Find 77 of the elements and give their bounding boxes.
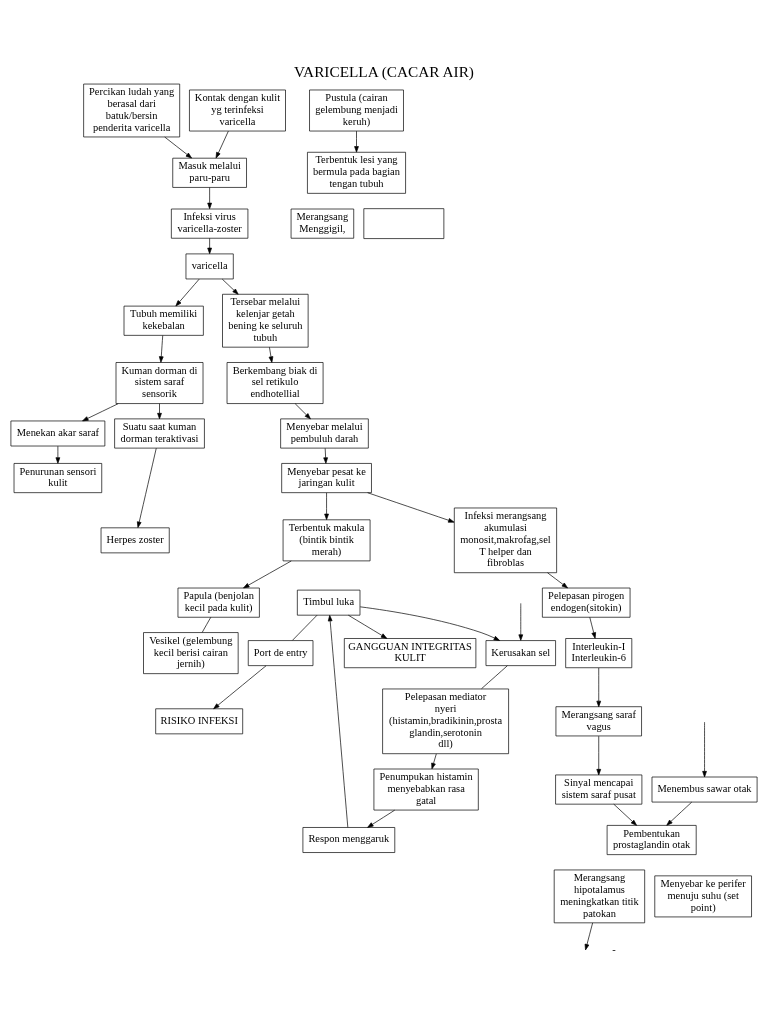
node-box: Pelepasan pirogen endogen(sitokin) [542,587,631,618]
arrow [367,491,455,523]
node-box: varicella [185,253,234,279]
node-box: Percikan ludah yang berasal dari batuk/bersin penderita varicella [83,83,181,137]
node-box: Terbentuk lesi yang bermula pada bagian tengan tubuh [307,151,406,194]
arrow [518,602,524,641]
arrow [327,614,349,828]
node-box: Vesikel (gelembung kecil berisi cairan jernih) [143,631,239,674]
node-box: Menyebar melalui pembuluh darah [280,418,369,448]
arrow [213,664,267,709]
node-box: Timbul luka [297,589,361,615]
arrow [547,571,568,588]
arrow [359,606,500,641]
arrow [294,402,311,419]
node-box: Herpes zoster [100,526,170,553]
arrow [348,614,388,639]
node-box: Penurunan sensori kulit [13,462,103,493]
node-box: Kontak dengan kulit yg terinfeksi varicella [189,89,286,131]
node-box: Respon menggaruk [302,826,396,853]
arrow [431,753,437,769]
node-box: Menyebar pesat ke jaringan kulit [281,462,372,493]
arrow [354,130,359,152]
node-box: Sinyal mencapai sistem saraf pusat [555,774,643,804]
connector [201,616,212,633]
node-box: Penumpukan histamin menyebabkan rasa gatal [373,768,479,810]
node-box: Terbentuk makula (bintik bintik merah) [282,518,371,561]
node-box: Menyebar ke perifer menuju suhu (set point) [654,875,752,917]
arrow [589,616,596,639]
connector [292,614,318,641]
node-box: Papula (benjolan kecil pada kulit) [177,587,260,618]
arrow [323,447,328,464]
arrow [613,803,637,826]
arrow [584,922,593,950]
node-box: Infeksi merangsang akumulasi monosit,makrofag,sel T helper dan fibroblas [453,507,557,573]
node-box: Merangsang saraf vagus [555,705,642,736]
arrow [175,278,200,306]
label: - [612,943,616,955]
node-box: Pelepasan mediator nyeri (histamin,bradikinin,prosta glandin,serotonin dll) [382,688,509,754]
arrow [164,136,192,158]
arrow [207,237,212,254]
arrow [324,492,329,520]
node-box: Pustula (cairan gelembung menjadi keruh) [309,89,404,131]
arrow [596,667,602,707]
node-box: Merangsang Menggigil, [290,208,355,239]
node-box: GANGGUAN INTEGRITAS KULIT [343,637,477,668]
arrow [243,560,292,588]
node-box: Masuk melalui paru-paru [172,157,247,188]
node-box: Kerusakan sel [485,639,556,666]
node-box: Menembus sawar otak [651,776,758,802]
arrow [136,447,157,528]
node-box [363,207,445,239]
arrow [158,334,164,363]
node-box: RISIKO INFEKSI [155,707,244,734]
node-box: Tersebar melalui kelenjar getah bening ke seluruh tubuh [222,293,309,348]
arrow [207,186,212,209]
arrow [268,346,274,363]
arrow [596,735,602,775]
arrow [82,402,119,421]
node-box: Port de entry [247,639,314,666]
arrow [367,809,396,828]
diagram-title: VARICELLA (CACAR AIR) [294,62,474,80]
arrow [666,801,693,826]
arrow [55,445,61,464]
node-box: Menekan akar saraf [10,420,106,446]
arrow [215,130,229,158]
node-box: Berkembang biak di sel retikulo endhotellial [226,361,324,404]
arrow [221,278,239,295]
node-box: Tubuh memiliki kekebalan [123,305,204,336]
connector [481,664,508,689]
node-box: Infeksi virus varicella-zoster [171,208,249,239]
node-box: Interleukin-I Interleukin-6 [565,637,633,668]
node-box: Merangsang hipotalamus meningkatkan titik patokan [553,869,646,923]
node-box: Kuman dorman di sistem saraf sensorik [115,361,204,404]
arrow [702,721,707,777]
node-box: Pembentukan prostaglandin otak [606,824,697,855]
arrow [157,402,162,419]
node-box: Suatu saat kuman dorman teraktivasi [114,418,205,448]
